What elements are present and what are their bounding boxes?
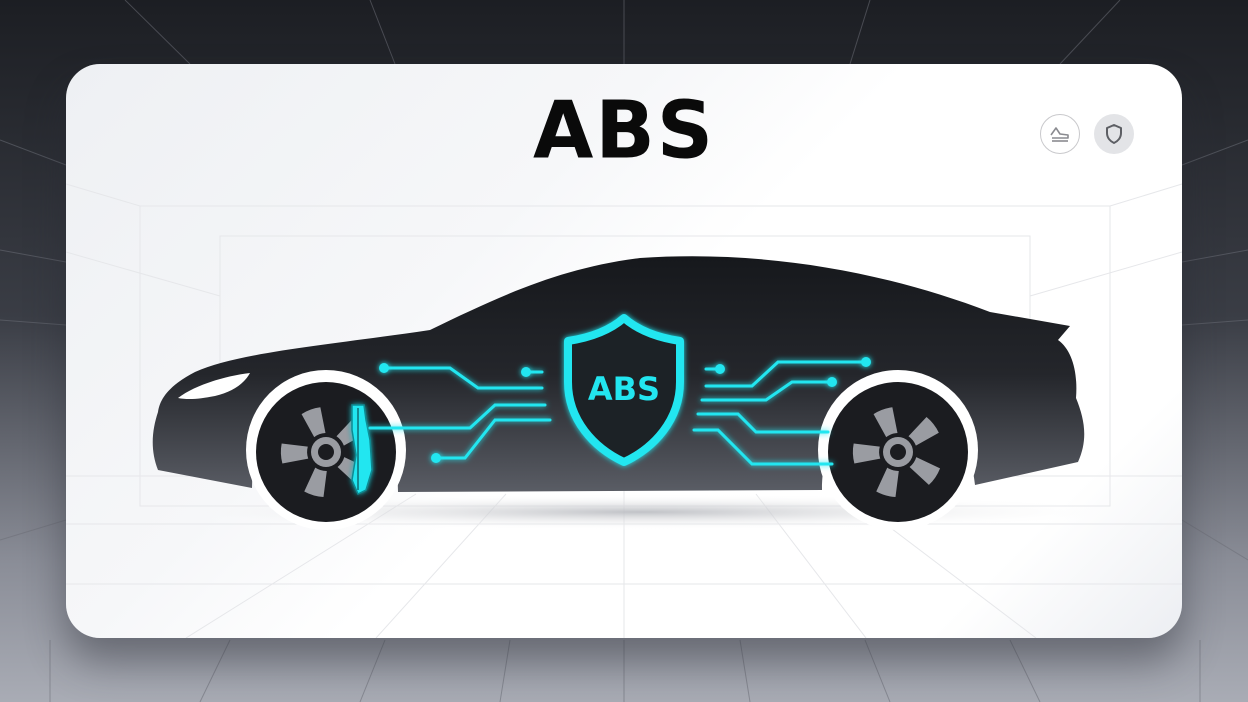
circuit-nodes — [379, 357, 871, 463]
brake-caliper — [351, 404, 373, 496]
shield-icon — [1106, 124, 1122, 144]
brake-pedal-button[interactable] — [1040, 114, 1080, 154]
brake-pedal-icon — [1050, 127, 1069, 142]
abs-badge-text: ABS — [588, 370, 660, 408]
circuit-traces — [368, 360, 868, 466]
page-title: ABS — [533, 85, 715, 177]
headlight — [178, 373, 250, 400]
abs-shield-icon: ABS — [564, 314, 684, 466]
rear-wheel — [828, 382, 968, 522]
shield-button[interactable] — [1094, 114, 1134, 154]
front-wheel — [256, 382, 396, 522]
